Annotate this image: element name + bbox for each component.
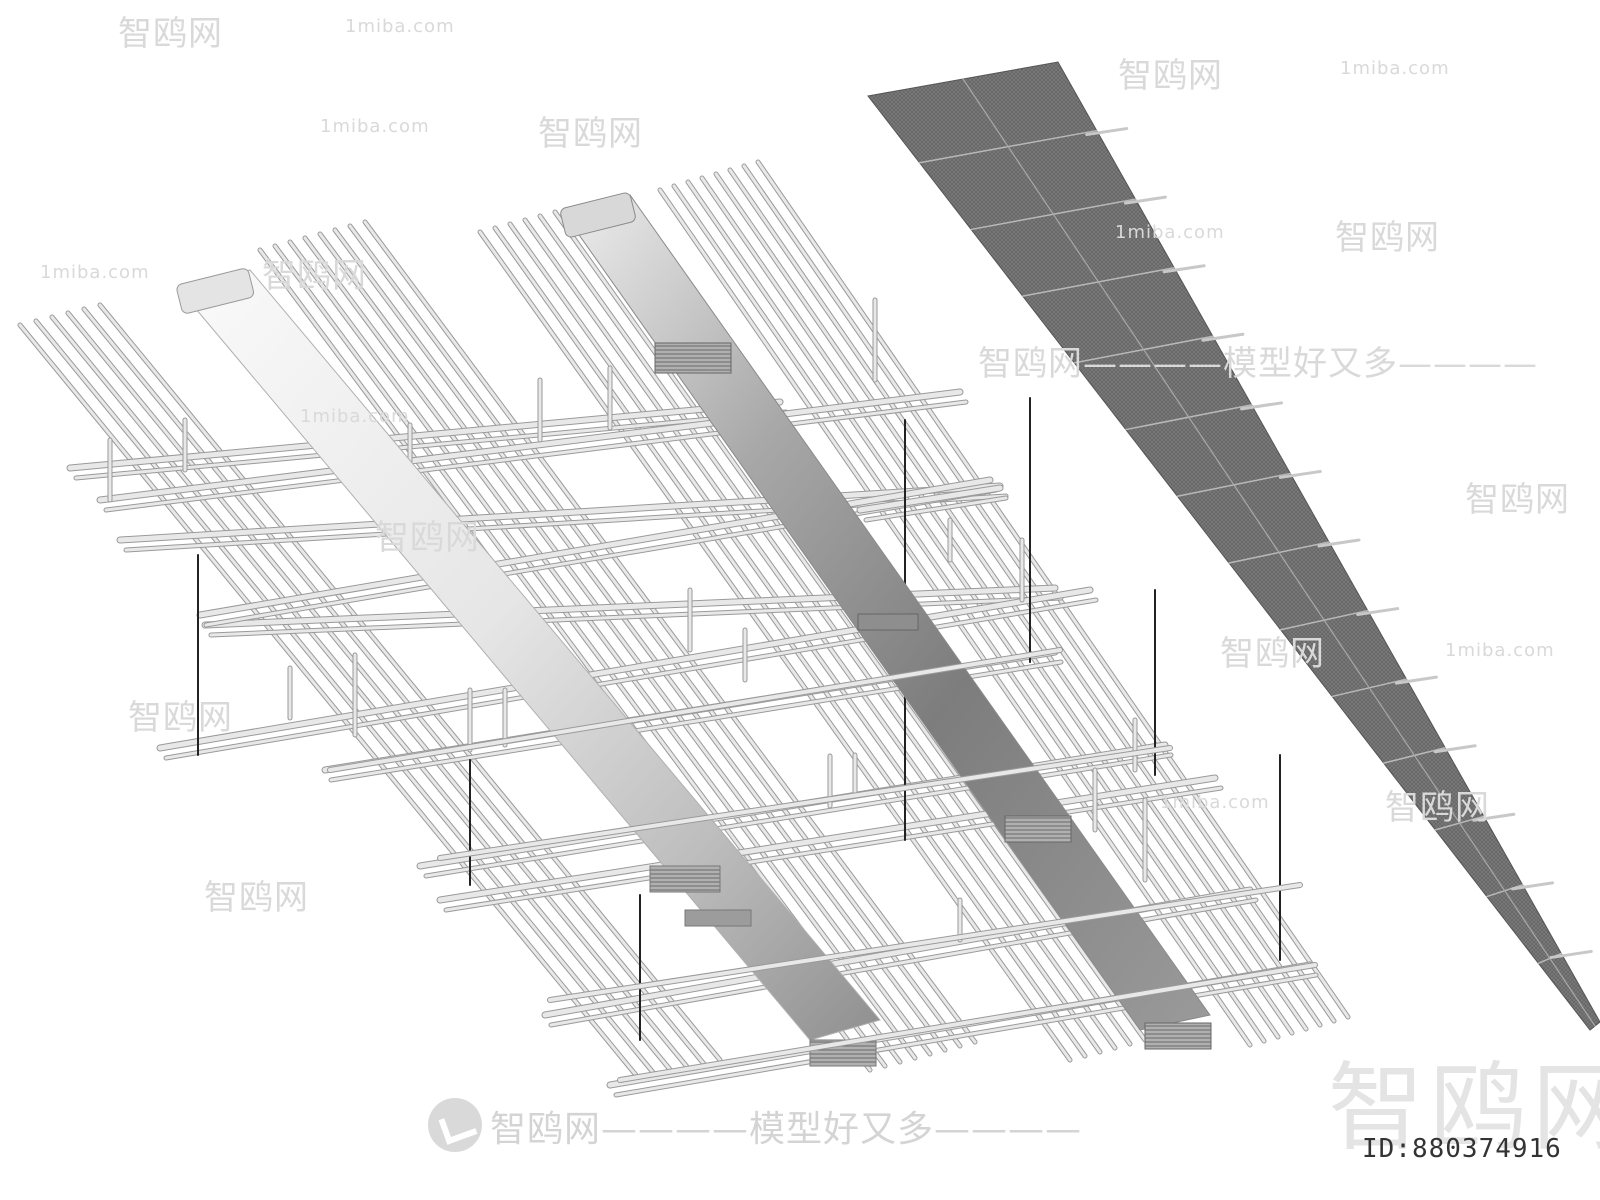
diagonal-pipe bbox=[50, 315, 674, 1074]
image-id-label: ID:880374916 bbox=[1362, 1134, 1562, 1164]
watermark-logo bbox=[428, 1098, 482, 1152]
ceiling-panel bbox=[867, 61, 1600, 1031]
panel-stud bbox=[1317, 538, 1361, 548]
panel-stud bbox=[1356, 607, 1400, 617]
diagonal-pipe bbox=[658, 188, 1252, 1047]
panel-stud bbox=[1162, 264, 1206, 274]
diagonal-pipe bbox=[318, 232, 932, 1056]
cross-pipe bbox=[864, 496, 1008, 522]
diagonal-pipe bbox=[742, 164, 1336, 1023]
front-tray bbox=[328, 648, 1062, 772]
cross-pipe bbox=[437, 775, 1218, 903]
cross-pipe bbox=[97, 389, 963, 503]
diagonal-pipe bbox=[98, 303, 722, 1062]
diagonal-pipe bbox=[348, 224, 962, 1048]
panel-stud bbox=[1123, 195, 1167, 205]
panel-stud bbox=[1472, 812, 1516, 822]
panel-stud bbox=[1549, 949, 1593, 959]
cross-pipe bbox=[197, 477, 993, 618]
panel-stud bbox=[1278, 469, 1322, 479]
diagonal-pipe bbox=[34, 319, 658, 1078]
cross-pipe bbox=[117, 483, 1003, 543]
supply-grille bbox=[1144, 1022, 1212, 1050]
diagonal-pipe bbox=[333, 228, 947, 1052]
front-tray bbox=[618, 963, 1317, 1082]
diagonal-pipe bbox=[303, 236, 917, 1060]
cross-pipe bbox=[424, 753, 1173, 878]
pipe-risers bbox=[107, 297, 1148, 943]
panel-stud bbox=[1433, 744, 1477, 754]
supply-grille bbox=[649, 865, 721, 893]
panel-stud bbox=[1394, 675, 1438, 685]
cross-pipe bbox=[157, 587, 1093, 751]
cross-pipe bbox=[444, 786, 1223, 912]
air-duct-left bbox=[176, 268, 881, 1067]
cross-pipe bbox=[104, 400, 968, 512]
hanger-rods bbox=[197, 397, 1281, 1041]
cross-pipe bbox=[202, 585, 1058, 628]
supply-grille bbox=[1004, 815, 1072, 843]
diagonal-pipe bbox=[553, 210, 1147, 1042]
panel-stud bbox=[1085, 127, 1129, 137]
cross-pipe bbox=[857, 485, 1003, 513]
diagonal-pipe bbox=[363, 220, 977, 1044]
panel-stud bbox=[1240, 401, 1284, 411]
panel-stud bbox=[1201, 332, 1245, 342]
diagonal-pipe bbox=[18, 323, 642, 1082]
front-tray bbox=[548, 883, 1302, 1002]
panel-stud bbox=[1511, 881, 1555, 891]
cross-pipe bbox=[164, 598, 1098, 760]
front-cable-trays bbox=[327, 647, 1318, 1083]
cross-pipe bbox=[614, 973, 1318, 1097]
cross-pipe bbox=[67, 399, 783, 471]
cross-pipe bbox=[74, 410, 788, 480]
supply-grille bbox=[654, 342, 732, 374]
front-tray bbox=[438, 746, 1172, 860]
diagonal-pipe bbox=[66, 311, 690, 1070]
panel-seam bbox=[962, 78, 1596, 1027]
air-duct-right bbox=[560, 192, 1212, 1050]
